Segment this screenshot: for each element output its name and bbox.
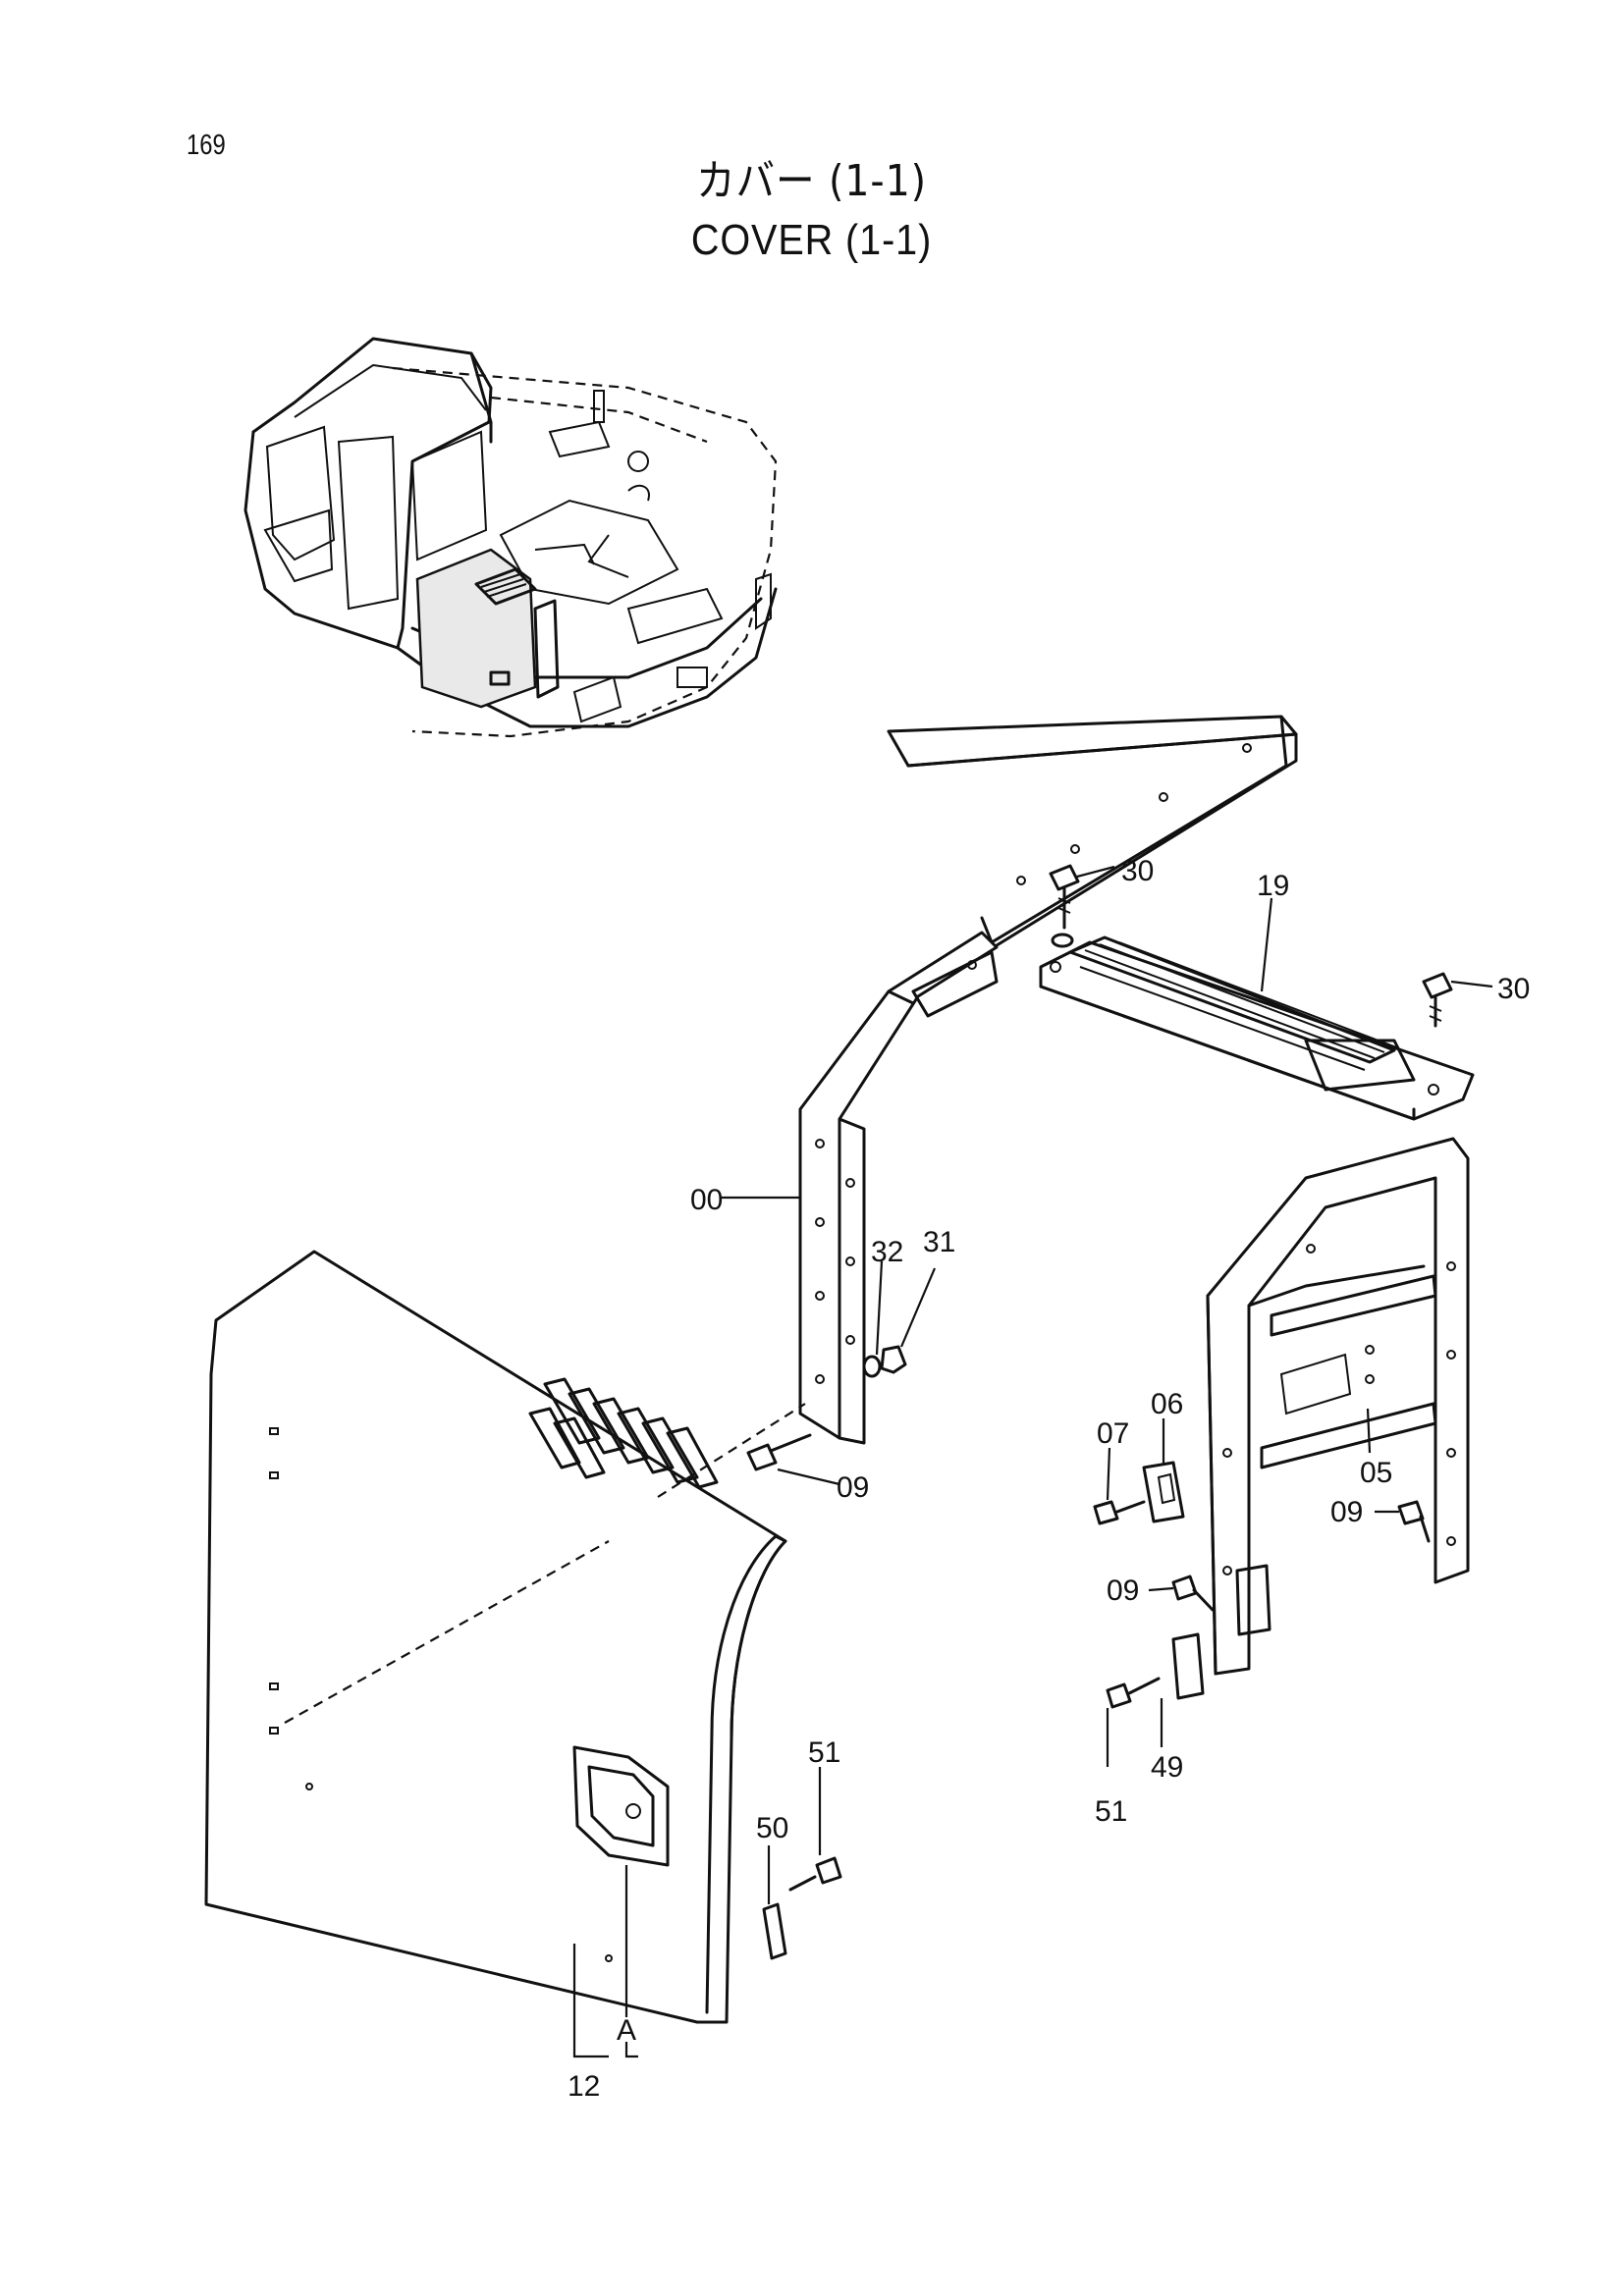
callout-32: 32 bbox=[871, 1236, 903, 1268]
frame-part-05 bbox=[1206, 1137, 1470, 1676]
callout-labels: 30 19 30 00 32 31 09 05 06 07 09 09 49 5… bbox=[568, 855, 1530, 2103]
fasteners bbox=[746, 864, 1453, 1960]
callout-12: 12 bbox=[568, 2070, 600, 2103]
callout-30-right: 30 bbox=[1497, 973, 1530, 1005]
callout-00: 00 bbox=[690, 1184, 723, 1216]
callout-A: A bbox=[617, 2014, 636, 2047]
callout-09-lower: 09 bbox=[1107, 1575, 1139, 1607]
callout-06: 06 bbox=[1151, 1388, 1183, 1420]
callout-19: 19 bbox=[1257, 870, 1289, 902]
callout-51-left: 51 bbox=[808, 1736, 840, 1769]
side-door-part-12 bbox=[204, 1250, 806, 2024]
callout-49: 49 bbox=[1151, 1751, 1183, 1784]
callout-31: 31 bbox=[923, 1226, 955, 1258]
machine-overview-illustration bbox=[243, 337, 778, 738]
page-number: 169 bbox=[187, 130, 226, 161]
callout-09-right: 09 bbox=[1330, 1496, 1363, 1528]
callout-09-door: 09 bbox=[837, 1471, 869, 1504]
callout-30-top: 30 bbox=[1121, 855, 1154, 887]
page-title: カバー (1-1) COVER (1-1) bbox=[0, 152, 1623, 270]
callout-05: 05 bbox=[1360, 1457, 1392, 1489]
callout-07: 07 bbox=[1097, 1417, 1129, 1450]
frame-part-00 bbox=[798, 715, 1298, 1445]
leader-lines bbox=[572, 865, 1493, 2058]
screen-part-19 bbox=[1039, 935, 1475, 1121]
door-louvers bbox=[528, 1377, 719, 1489]
callout-50: 50 bbox=[756, 1812, 788, 1844]
callout-51-right: 51 bbox=[1095, 1795, 1127, 1828]
title-english: COVER (1-1) bbox=[690, 216, 933, 264]
title-japanese: カバー (1-1) bbox=[695, 156, 928, 206]
